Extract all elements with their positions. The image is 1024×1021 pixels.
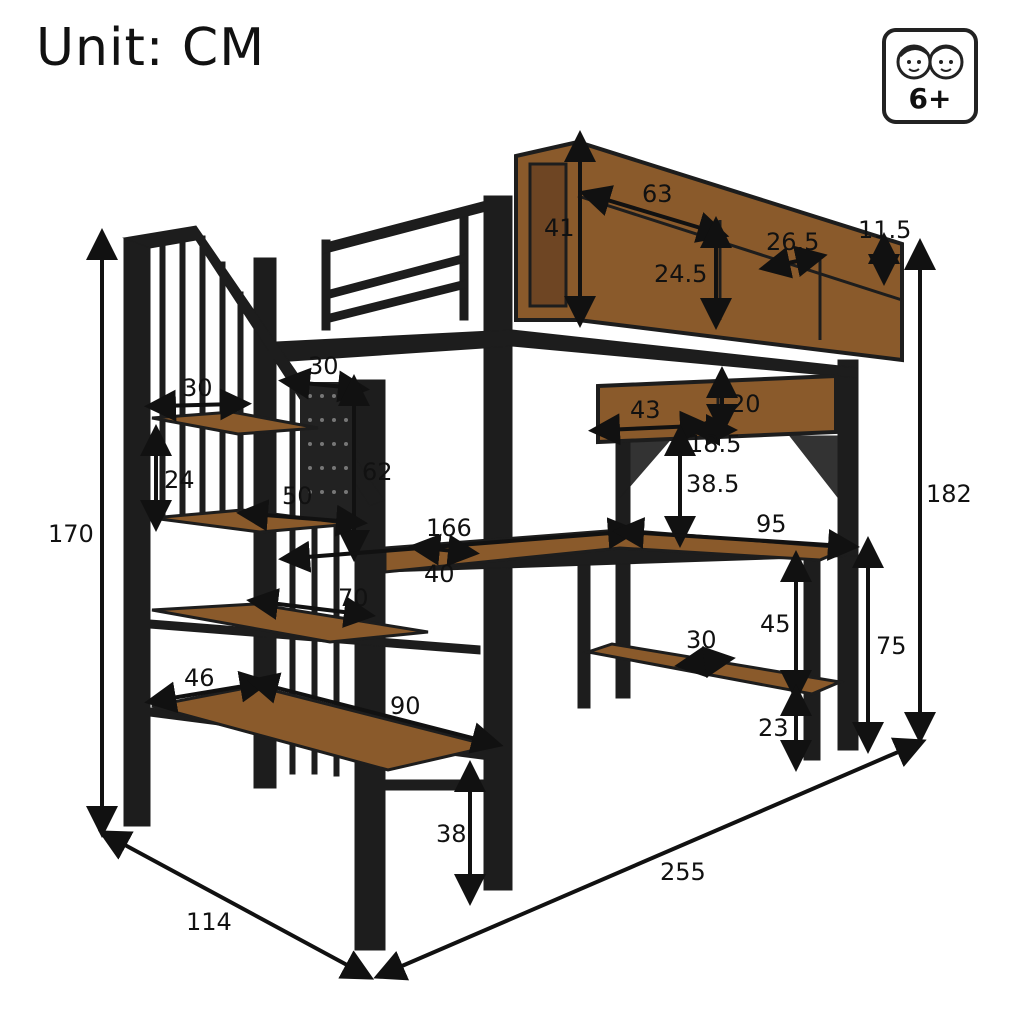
- label-desk-shelf-height: 20: [730, 390, 761, 418]
- label-shelf-inner-height: 24.5: [654, 260, 707, 288]
- age-badge: 6+: [882, 28, 978, 124]
- two-kids-faces-icon: [896, 44, 964, 80]
- label-stair-step-height: 24: [164, 466, 195, 494]
- label-stair-top-width: 30: [182, 374, 213, 402]
- arrow-stair-top-width: [144, 388, 252, 422]
- label-bottom-step-height: 38: [436, 820, 467, 848]
- label-total-length: 255: [660, 858, 706, 886]
- arrow-stair-depth: [246, 588, 376, 628]
- label-shelf-slot-width: 26.5: [766, 228, 819, 256]
- age-label: 6+: [908, 82, 952, 115]
- label-total-height-right: 182: [926, 480, 972, 508]
- label-desk-clearance: 38.5: [686, 470, 739, 498]
- label-bed-length: 166: [426, 514, 472, 542]
- arrow-shelf-slot: [758, 245, 828, 279]
- label-total-height-left: 170: [48, 520, 94, 548]
- unit-title: Unit: CM: [36, 18, 266, 78]
- label-stair-depth: 70: [338, 584, 369, 612]
- arrow-lower-step-width: [144, 670, 272, 714]
- top-bookshelf: [514, 139, 904, 363]
- arrow-total-width: [97, 830, 375, 980]
- label-lower-shelf-height: 23: [758, 714, 789, 742]
- label-desk-shelf-depth: 18.5: [688, 430, 741, 458]
- arrow-shelf-width: [578, 185, 730, 243]
- dimension-labels: 63 41 24.5 26.5 11.5 30 30 24 62 50 166 …: [48, 180, 972, 936]
- label-shelf-width-top: 63: [642, 180, 673, 208]
- label-desk-side-length: 95: [756, 510, 787, 538]
- label-shelf-height-top: 41: [544, 214, 575, 242]
- label-desk-leg-height: 45: [760, 610, 791, 638]
- label-desk-height: 75: [876, 632, 907, 660]
- label-lower-step-length: 90: [390, 692, 421, 720]
- label-total-width: 114: [186, 908, 232, 936]
- arrow-total-length: [373, 737, 927, 981]
- label-desk-shelf-width: 43: [630, 396, 661, 424]
- arrow-lower-step-length: [246, 672, 504, 754]
- dimension-arrows: [86, 130, 936, 981]
- arrow-desk-depth: [408, 533, 480, 567]
- label-stair-height: 62: [362, 458, 393, 486]
- arrow-desk-side-length: [612, 517, 860, 561]
- label-lower-shelf-depth: 30: [686, 626, 717, 654]
- arrow-lower-shelf-depth: [674, 646, 736, 678]
- label-lower-step-width: 46: [184, 664, 215, 692]
- label-stair-side-width: 30: [308, 352, 339, 380]
- label-desk-depth: 40: [424, 560, 455, 588]
- label-stair-step-depth: 50: [282, 482, 313, 510]
- label-shelf-depth-top: 11.5: [858, 216, 911, 244]
